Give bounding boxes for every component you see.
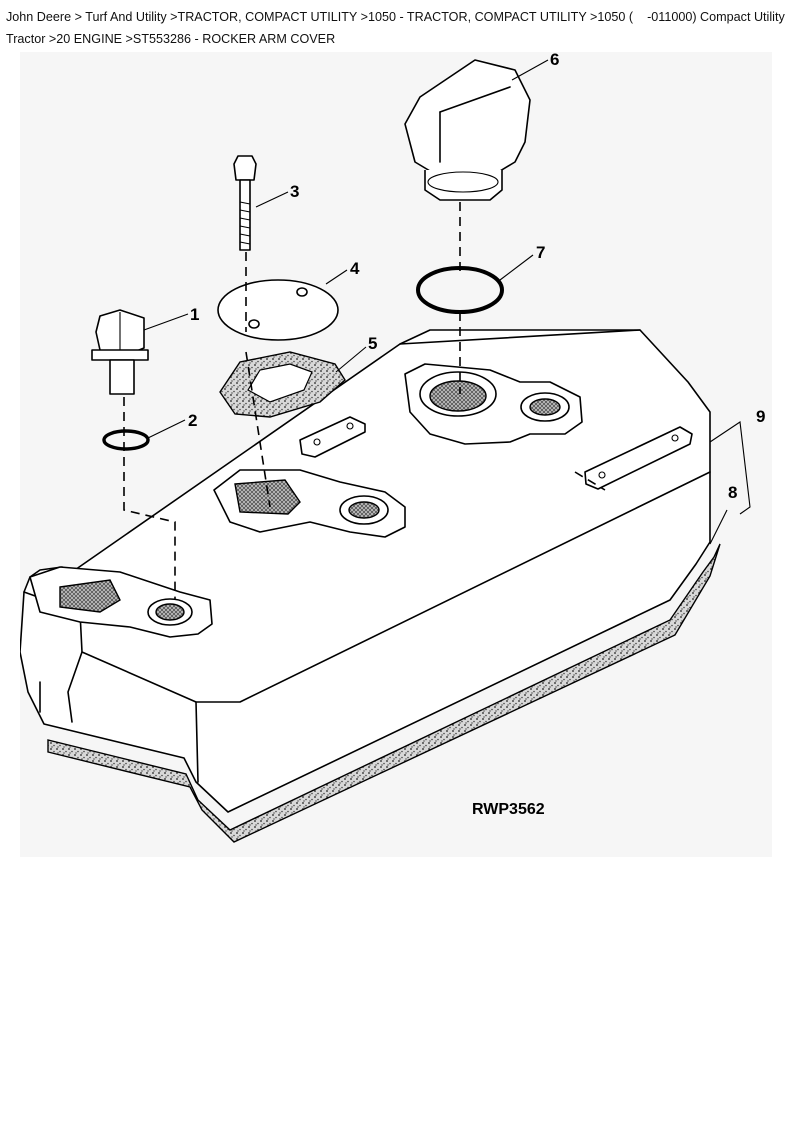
breadcrumb-text: John Deere > Turf And Utility >TRACTOR, … bbox=[6, 10, 789, 46]
plate-4 bbox=[217, 279, 339, 341]
callout-6: 6 bbox=[550, 52, 559, 69]
middle-port bbox=[213, 469, 406, 538]
gasket-8 bbox=[47, 543, 721, 843]
bolt-1 bbox=[91, 309, 149, 395]
callout-7: 7 bbox=[536, 243, 545, 262]
figure-id: RWP3562 bbox=[472, 801, 545, 818]
cover-plate-front bbox=[299, 416, 693, 490]
filler-neck bbox=[404, 363, 583, 445]
o-ring-2 bbox=[102, 429, 150, 451]
callout-1: 1 bbox=[190, 305, 199, 324]
breadcrumb: John Deere > Turf And Utility >TRACTOR, … bbox=[6, 6, 788, 50]
callout-9: 9 bbox=[756, 407, 765, 426]
callout-5: 5 bbox=[368, 334, 377, 353]
left-port bbox=[29, 566, 213, 638]
filler-cap-6 bbox=[404, 59, 531, 201]
callout-2: 2 bbox=[188, 411, 197, 430]
callout-8: 8 bbox=[728, 483, 737, 502]
parts-diagram: 1 2 3 4 5 6 7 8 9 RWP3562 bbox=[20, 52, 772, 857]
gasket-5 bbox=[219, 351, 346, 418]
callout-4: 4 bbox=[350, 259, 360, 278]
bolt-3 bbox=[233, 155, 257, 251]
callout-3: 3 bbox=[290, 182, 299, 201]
